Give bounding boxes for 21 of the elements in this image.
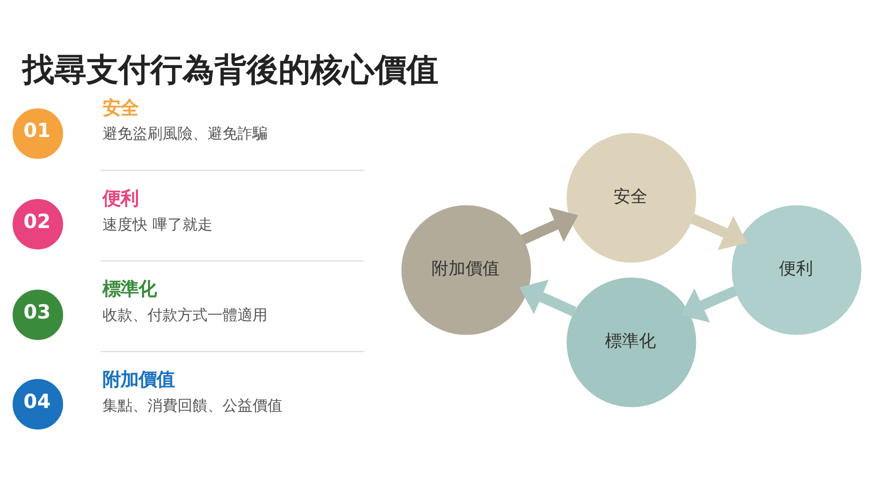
- node-circle: 安全: [566, 133, 696, 263]
- node-circle: 04: [12, 379, 64, 430]
- node-label: 便利: [102, 188, 139, 210]
- node-circle: 03: [12, 290, 64, 340]
- node-circle: 便利: [732, 205, 862, 335]
- node-circle: 01: [12, 108, 64, 159]
- arrow: [519, 280, 576, 316]
- node-label: 避免盜刷風險、避免詐騙: [102, 124, 268, 143]
- node-circle: 附加價值: [401, 205, 532, 335]
- arrow: [690, 214, 748, 250]
- node-label: 集點、消費回饋、公益價值: [102, 396, 283, 414]
- arrow: [520, 207, 578, 244]
- node-label: 收款、付款方式一體適用: [102, 306, 268, 324]
- node-label: 速度快 嗶了就走: [102, 215, 212, 234]
- node-label: 標準化: [102, 279, 157, 300]
- node-label: 附加價值: [102, 370, 175, 391]
- node-circle: 標準化: [566, 278, 696, 408]
- diagram-title: 找尋支付行為背後的核心價值: [22, 50, 438, 89]
- node-label: 安全: [102, 98, 139, 119]
- node-circle: 02: [12, 198, 64, 250]
- arrow: [680, 286, 738, 322]
